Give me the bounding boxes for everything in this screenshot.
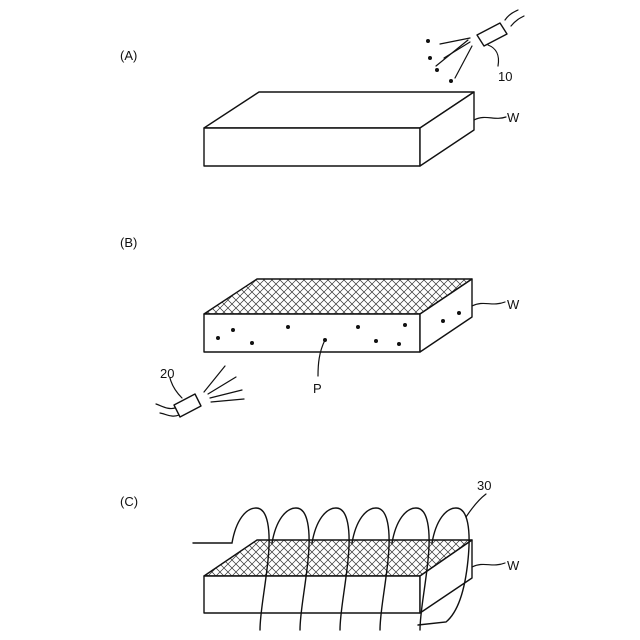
particle xyxy=(356,325,360,329)
spray-particle xyxy=(449,79,453,83)
particle xyxy=(286,325,290,329)
nozzle-ref-label: 20 xyxy=(160,366,174,381)
panel-b-label: (B) xyxy=(120,235,137,250)
panel-a-label: (A) xyxy=(120,48,137,63)
particle xyxy=(441,319,445,323)
particle xyxy=(403,323,407,327)
workpiece-leader-line xyxy=(472,302,505,306)
coil-leader-line xyxy=(466,494,486,517)
particle-ref-label: P xyxy=(313,381,322,396)
panel-a: (A) 10 W xyxy=(120,10,524,166)
workpiece-block-b xyxy=(204,279,505,376)
particle xyxy=(457,311,461,315)
particle xyxy=(374,339,378,343)
particle xyxy=(216,336,220,340)
spray-line xyxy=(455,46,472,78)
nozzle-body xyxy=(174,394,201,417)
spray-line xyxy=(440,38,470,44)
workpiece-block-a xyxy=(204,92,506,166)
spray-particle xyxy=(426,39,430,43)
spray-line xyxy=(211,399,244,402)
nozzle-hose xyxy=(505,10,524,26)
workpiece-ref-label: W xyxy=(507,558,520,573)
nozzle-ref-label: 10 xyxy=(498,69,512,84)
workpiece-leader-line xyxy=(474,117,506,120)
workpiece-leader-line xyxy=(472,563,505,567)
block-front-face xyxy=(204,128,420,166)
spray-line xyxy=(204,366,225,392)
spray-line xyxy=(208,377,236,394)
block-front-face xyxy=(204,314,420,352)
particle xyxy=(231,328,235,332)
nozzle-body xyxy=(477,23,507,46)
workpiece-ref-label: W xyxy=(507,297,520,312)
panel-b: (B) P W xyxy=(120,235,520,417)
spray-particle xyxy=(435,68,439,72)
particle xyxy=(397,342,401,346)
nozzle-leader-line xyxy=(170,378,182,398)
panel-c: (C) W 30 xyxy=(120,478,520,630)
spray-line xyxy=(210,390,242,398)
panel-c-label: (C) xyxy=(120,494,138,509)
coil-ref-label: 30 xyxy=(477,478,491,493)
workpiece-block-c xyxy=(204,540,505,613)
particle xyxy=(250,341,254,345)
workpiece-ref-label: W xyxy=(507,110,520,125)
nozzle-leader-line xyxy=(488,45,499,66)
spray-particle xyxy=(428,56,432,60)
